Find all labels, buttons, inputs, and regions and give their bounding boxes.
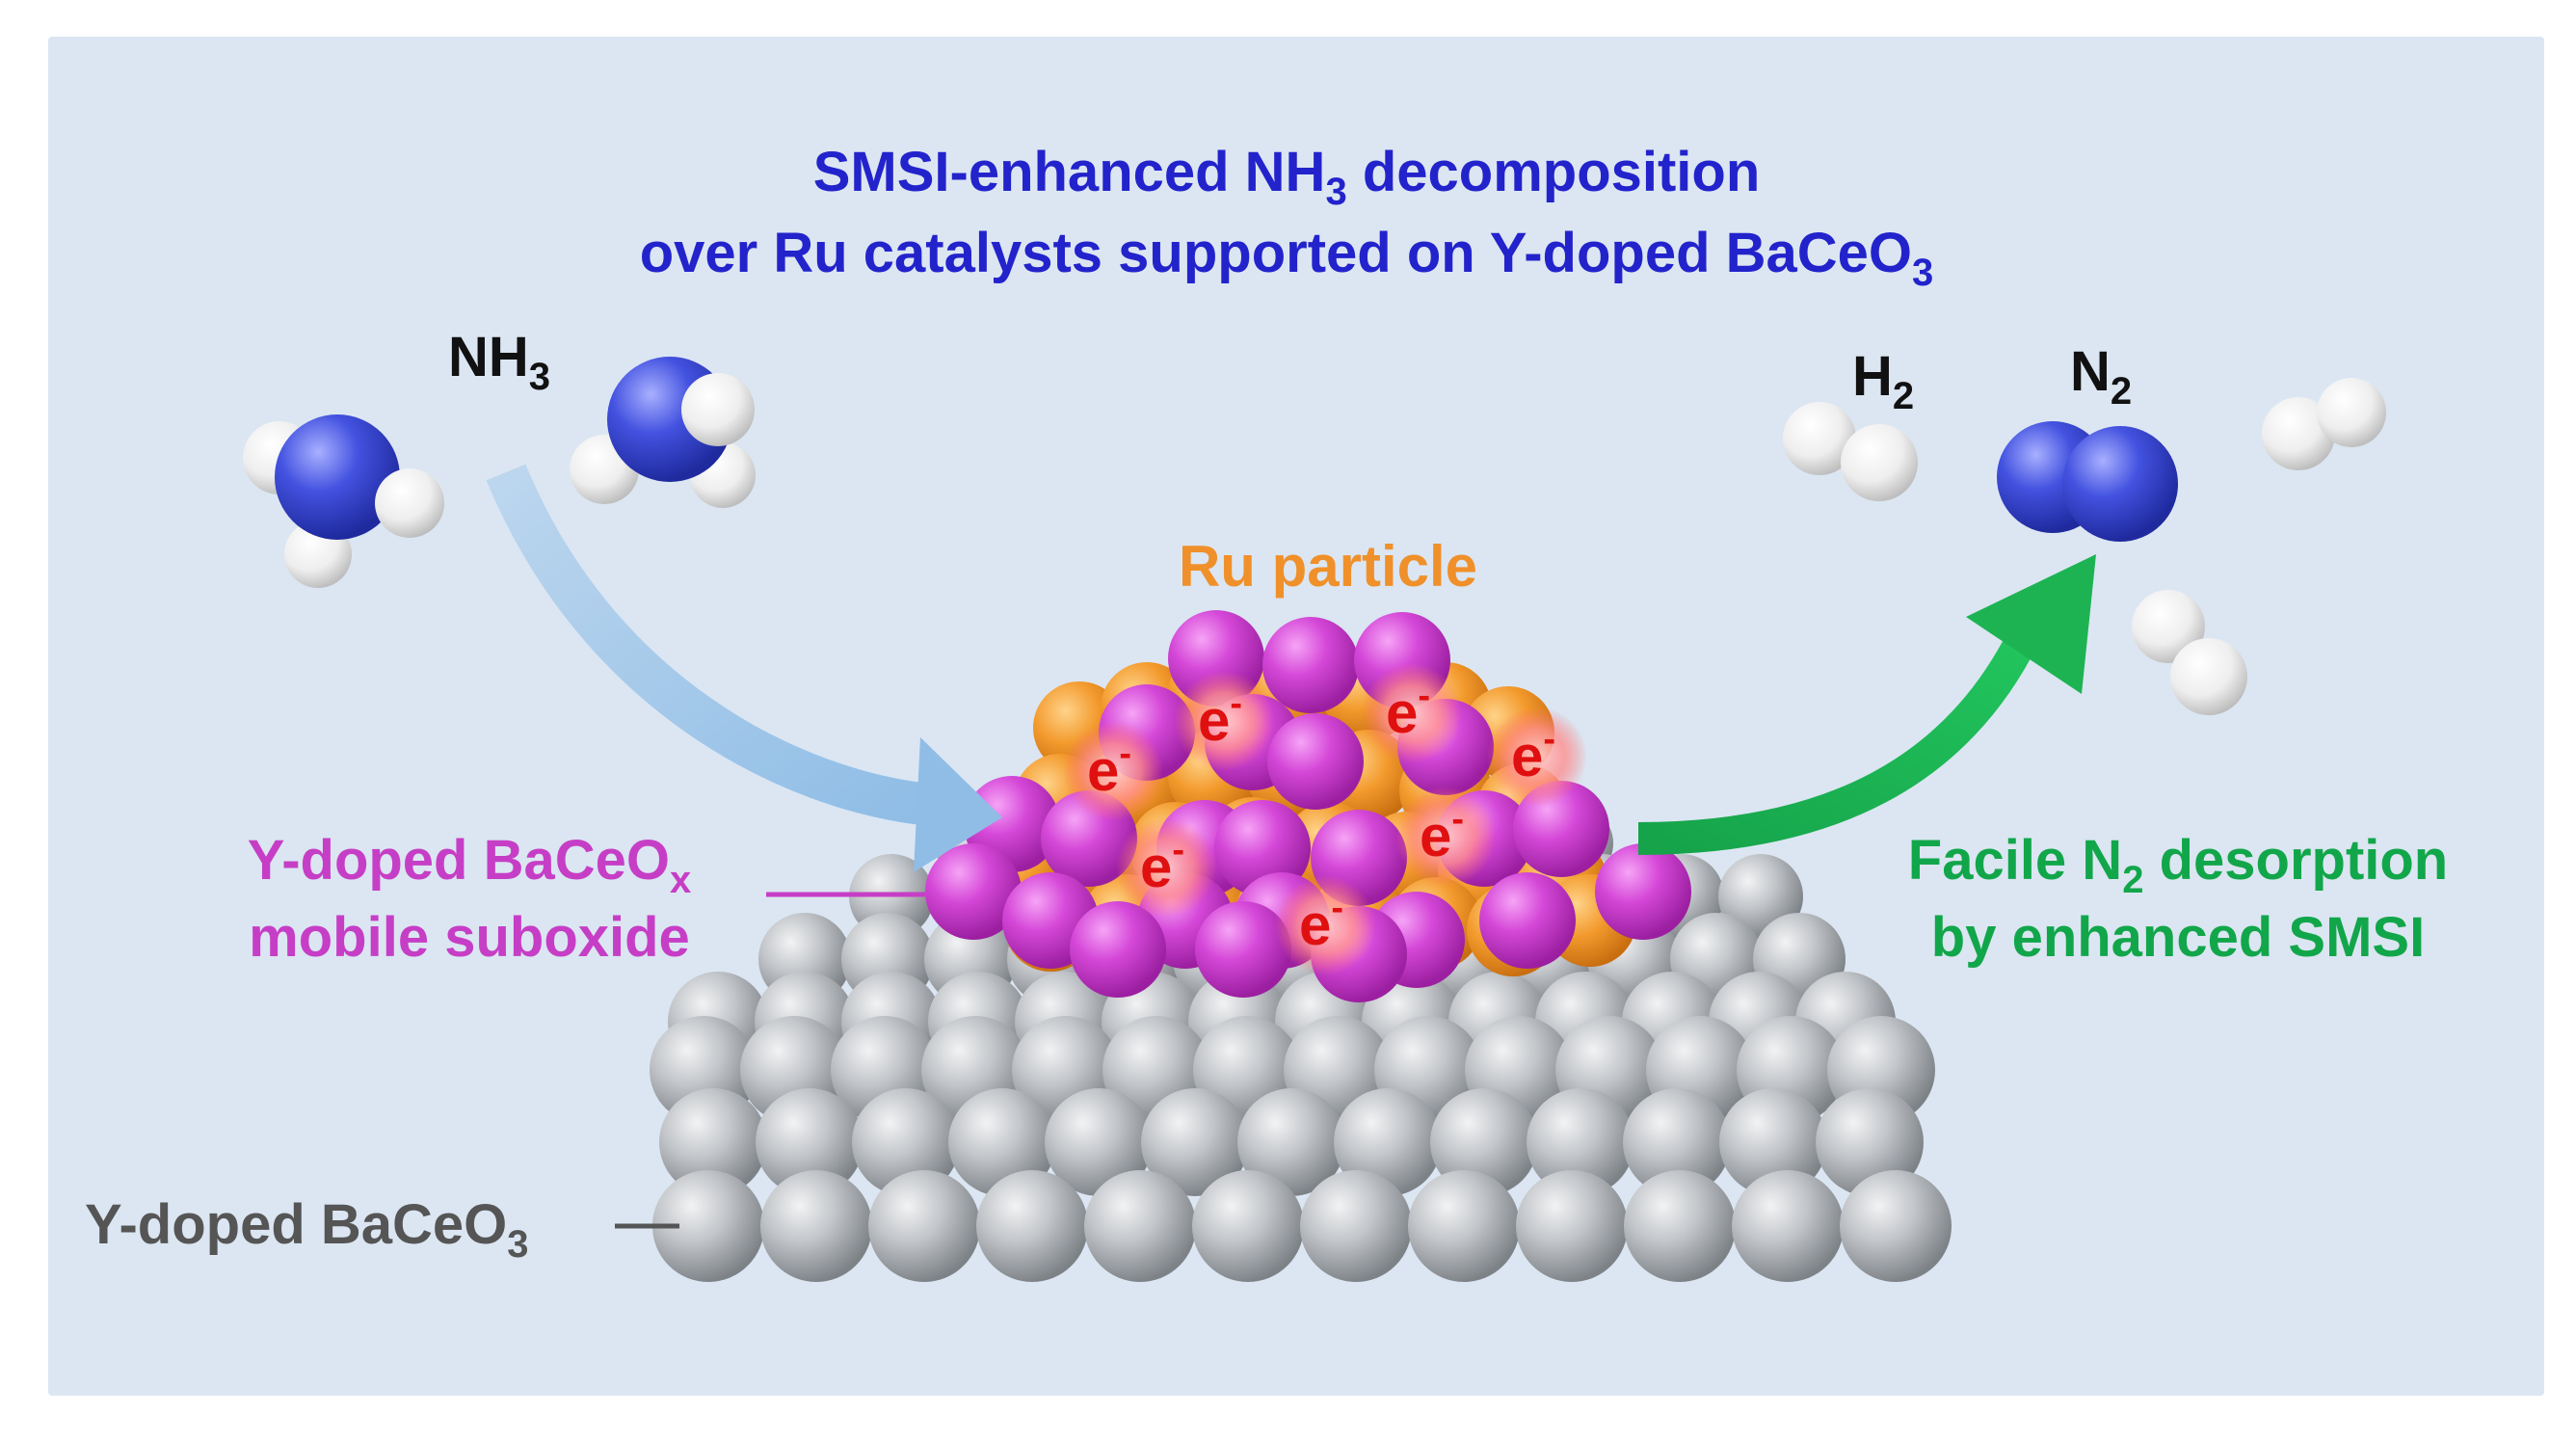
electron-symbol: e- <box>1140 830 1184 899</box>
support-sphere <box>760 1170 872 1282</box>
support-sphere <box>1300 1170 1412 1282</box>
electron-symbol: e- <box>1087 734 1131 803</box>
electron-marker: e- <box>1362 663 1462 763</box>
suboxide-atom <box>1214 800 1311 896</box>
electron-marker: e- <box>1487 707 1587 807</box>
suboxide-atom <box>1267 713 1364 810</box>
electron-marker: e- <box>1116 817 1216 918</box>
ru-particle-cluster <box>925 610 1691 1002</box>
support-sphere <box>1624 1170 1736 1282</box>
suboxide-atom <box>1595 843 1691 940</box>
suboxide-label-line-1: Y-doped BaCeOx <box>248 829 692 901</box>
support-sphere <box>1840 1170 1952 1282</box>
electron-symbol: e- <box>1386 676 1430 745</box>
electron-glow <box>1063 721 1163 821</box>
title-line-2: over Ru catalysts supported on Y-doped B… <box>640 222 1934 294</box>
suboxide-atom <box>1195 901 1291 998</box>
electron-symbol: e- <box>1511 719 1555 788</box>
electron-glow <box>1362 663 1462 763</box>
title-line-1: SMSI-enhanced NH3 decomposition <box>813 141 1761 213</box>
support-sphere <box>948 1088 1056 1196</box>
nh3-molecule-right <box>570 357 756 508</box>
reactant-arrow-icon <box>486 464 1002 872</box>
nh3-label: NH3 <box>448 326 550 398</box>
support-sphere <box>1516 1170 1628 1282</box>
support-sphere <box>1719 1088 1827 1196</box>
electron-symbol: e- <box>1299 888 1343 957</box>
h2-molecule-2 <box>2262 378 2386 470</box>
support-sphere <box>852 1088 960 1196</box>
electron-markers: e-e-e-e-e-e-e- <box>1063 663 1587 975</box>
support-sphere <box>1045 1088 1153 1196</box>
suboxide-label-line-2: mobile suboxide <box>249 906 690 969</box>
support-sphere <box>1237 1088 1345 1196</box>
n2-label: N2 <box>2070 340 2132 413</box>
support-sphere <box>652 1170 764 1282</box>
support-sphere <box>659 1088 767 1196</box>
support-sphere <box>1084 1170 1196 1282</box>
support-sphere <box>1192 1170 1304 1282</box>
suboxide-atom <box>1070 901 1166 998</box>
support-sphere <box>1732 1170 1844 1282</box>
electron-marker: e- <box>1174 671 1274 771</box>
electron-glow <box>1395 787 1496 887</box>
support-sphere <box>1623 1088 1731 1196</box>
electron-symbol: e- <box>1420 799 1464 868</box>
n2-molecule <box>1997 421 2178 542</box>
h2-molecule-3 <box>2132 590 2247 715</box>
support-sphere <box>756 1088 863 1196</box>
support-sphere <box>1430 1088 1538 1196</box>
product-arrow-icon <box>1637 554 2096 855</box>
ru-particle-label: Ru particle <box>1179 534 1477 599</box>
support-sphere <box>1527 1088 1634 1196</box>
nh3-molecule-left <box>243 414 444 588</box>
suboxide-atom <box>925 843 1022 940</box>
electron-glow <box>1116 817 1216 918</box>
desorption-label-line-1: Facile N2 desorption <box>1908 829 2448 901</box>
desorption-label-line-2: by enhanced SMSI <box>1931 906 2425 969</box>
support-sphere <box>1141 1088 1249 1196</box>
support-label: Y-doped BaCeO3 <box>85 1193 529 1266</box>
electron-marker: e- <box>1395 787 1496 887</box>
electron-marker: e- <box>1063 721 1163 821</box>
support-sphere <box>1408 1170 1520 1282</box>
electron-glow <box>1174 671 1274 771</box>
electron-marker: e- <box>1275 875 1375 975</box>
suboxide-atom <box>1262 617 1359 713</box>
support-sphere <box>868 1170 980 1282</box>
support-sphere <box>1816 1088 1924 1196</box>
electron-symbol: e- <box>1198 683 1242 753</box>
suboxide-atom <box>1479 872 1576 969</box>
electron-glow <box>1487 707 1587 807</box>
support-sphere <box>976 1170 1088 1282</box>
h2-molecule-1 <box>1783 402 1918 501</box>
support-sphere <box>1334 1088 1442 1196</box>
h2-label: H2 <box>1852 345 1914 417</box>
electron-glow <box>1275 875 1375 975</box>
